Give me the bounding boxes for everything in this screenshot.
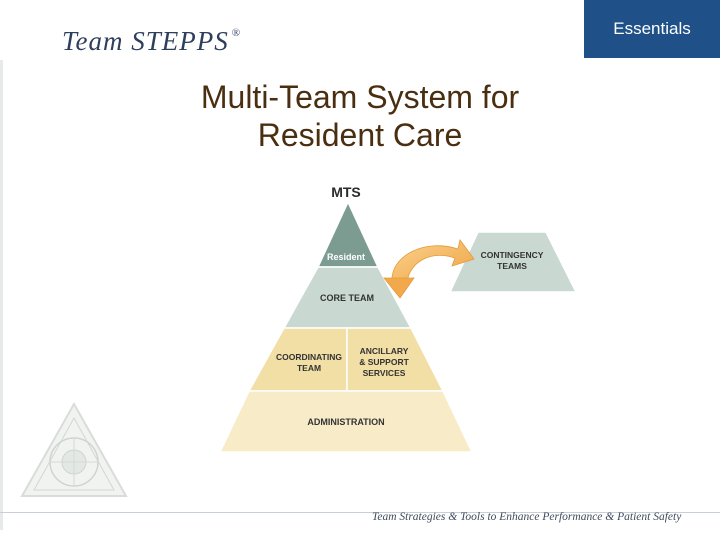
slide-title: Multi-Team System for Resident Care: [140, 78, 580, 154]
administration-layer: [218, 390, 474, 453]
title-line-1: Multi-Team System for: [200, 79, 520, 115]
title-line-2: Resident Care: [257, 117, 463, 153]
registered-mark: ®: [231, 27, 242, 39]
core-team-label: CORE TEAM: [320, 293, 374, 303]
bidirectional-arrow-icon: [383, 239, 475, 299]
administration-label: ADMINISTRATION: [307, 417, 384, 427]
teamstepps-triangle-watermark: [20, 401, 128, 497]
ancillary-label-2: & SUPPORT: [359, 357, 409, 367]
ancillary-label-3: SERVICES: [363, 368, 406, 378]
coordinating-label-1: COORDINATING: [276, 352, 342, 362]
essentials-badge: Essentials: [584, 0, 720, 58]
badge-label: Essentials: [613, 19, 691, 38]
left-border-rule: [0, 60, 3, 530]
footer-divider: [0, 512, 720, 513]
contingency-label-1: CONTINGENCY: [481, 250, 544, 260]
logo-text: Team STEPPS: [62, 26, 229, 56]
ancillary-label-1: ANCILLARY: [360, 346, 409, 356]
teamstepps-logo: Team STEPPS®: [62, 26, 242, 57]
footer-tagline: Team Strategies & Tools to Enhance Perfo…: [372, 511, 682, 523]
contingency-label-2: TEAMS: [497, 261, 527, 271]
resident-label: Resident: [327, 252, 365, 262]
contingency-teams-box: [448, 231, 578, 293]
mts-label: MTS: [331, 184, 361, 200]
coordinating-label-2: TEAM: [297, 363, 321, 373]
